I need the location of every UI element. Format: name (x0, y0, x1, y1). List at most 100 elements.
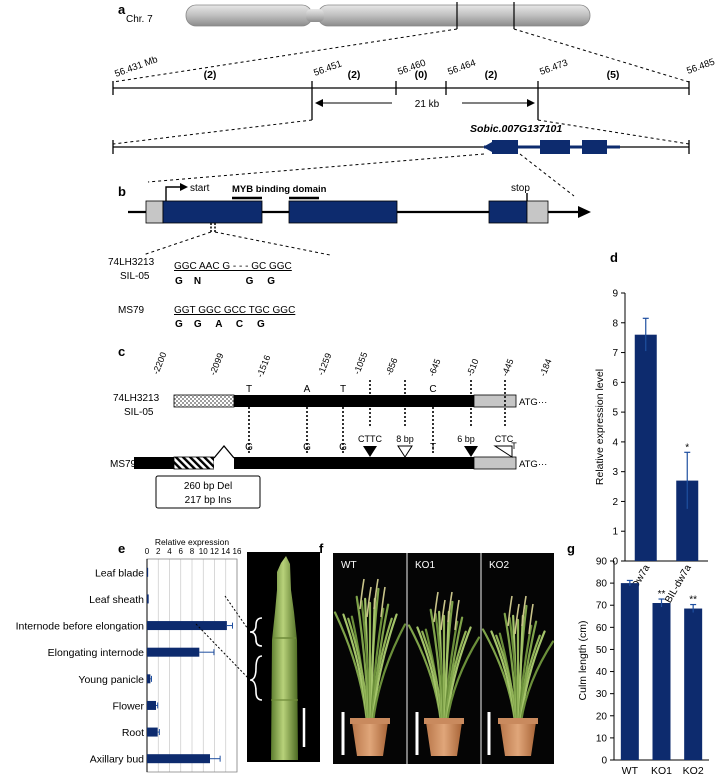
promoter-position: -445 (500, 357, 516, 377)
y-tick-label: 20 (596, 711, 608, 722)
y-tick-label: 60 (596, 623, 608, 634)
leaf (371, 623, 407, 724)
indel-summary: 260 bp Del (184, 481, 232, 492)
y-tick-label: 40 (596, 667, 608, 678)
x-tick-label: 16 (233, 547, 242, 556)
bar (684, 608, 703, 760)
snp-base: G (303, 442, 311, 453)
line-name: MS79 (110, 459, 137, 470)
zoom-line (537, 119, 690, 145)
line-name: 74LH3213 (108, 257, 155, 268)
stem-photo (247, 552, 320, 762)
indel-triangles (363, 445, 513, 458)
panicle (433, 591, 439, 623)
mut-utr-box (473, 456, 517, 470)
utr-5prime (145, 200, 164, 224)
ref-snp-bases: T A T C (246, 384, 437, 395)
y-tick-label: 80 (596, 579, 608, 590)
map-ticks (112, 81, 690, 95)
mut-codons: GGT GGC GCC TGC GGC (174, 305, 295, 316)
panel-b-label: b (118, 184, 126, 199)
atg-label: ATG··· (519, 459, 547, 470)
photo-pointer (195, 623, 251, 681)
snp-base: G (339, 442, 347, 453)
map-position: 56.473 (538, 58, 569, 78)
pot (500, 722, 536, 756)
gene-name: Sobic.007G137101 (470, 123, 562, 135)
ref-aminoacids: G N G G (175, 276, 275, 287)
variant-connectors (248, 380, 506, 453)
y-tick-label: 9 (612, 289, 618, 300)
category-label: Flower (112, 700, 144, 712)
x-tick-label: 10 (199, 547, 208, 556)
ref-promoter-bar (174, 395, 474, 407)
chromosome-ideogram (185, 4, 591, 27)
zoom-line (112, 119, 313, 145)
panicle (507, 595, 513, 627)
panicle (373, 578, 379, 610)
y-tick-label: 0 (601, 756, 607, 767)
deletion-caret (213, 444, 235, 459)
chromosome-label: Chr. 7 (126, 14, 153, 25)
pot-rim (424, 718, 464, 724)
mut-aminoacids: G G A C G (175, 319, 265, 330)
zoom-line (513, 28, 690, 83)
promoter-position: -2200 (151, 351, 169, 376)
bar (634, 334, 657, 561)
ref-codons: GGC AAC G - - - GC GGC (174, 261, 292, 272)
bar (652, 603, 671, 760)
recombinant-counts: (2) (2) (0) (2) (5) (204, 69, 620, 81)
promoter-position: -1516 (255, 354, 273, 379)
exon-2 (288, 200, 398, 224)
significance-mark: ** (689, 595, 697, 606)
panel-c-label: c (118, 344, 125, 359)
panel-a-label: a (118, 2, 126, 17)
snp-base: A (304, 384, 311, 395)
category-label: Elongating internode (48, 647, 144, 659)
panicle (440, 599, 446, 631)
map-position: 56.451 (312, 59, 343, 79)
snp-base: T (246, 384, 252, 395)
photo-label: KO2 (489, 560, 509, 571)
mut-snp-bases: G G G T (245, 442, 436, 453)
y-tick-label: 50 (596, 645, 608, 656)
myb-domain-label: MYB binding domain (232, 184, 327, 195)
category-label: Internode before elongation (16, 621, 145, 633)
deletion-marker (493, 445, 513, 458)
promoter-position: -1055 (352, 351, 370, 376)
photo-pointer (224, 595, 251, 633)
category-label: Leaf sheath (89, 594, 144, 606)
x-tick-label: 4 (167, 547, 172, 556)
significance-mark: ** (658, 589, 666, 600)
deletion-marker (397, 445, 413, 458)
panicle (528, 603, 534, 635)
stop-label: stop (511, 183, 530, 194)
zoom-line (147, 153, 485, 183)
y-tick-label: 6 (612, 378, 618, 389)
exon-3 (488, 200, 528, 224)
atg-label: ATG··· (519, 397, 547, 408)
promoter-position: -645 (427, 357, 443, 377)
promoter-position: -1259 (316, 352, 334, 377)
snp-base: G (245, 442, 253, 453)
y-tick-label: 90 (596, 557, 608, 568)
y-tick-label: 7 (612, 348, 618, 359)
significance-mark: * (685, 442, 689, 453)
indel-label: 8 bp (396, 434, 414, 444)
recombinant-count: (5) (607, 69, 620, 81)
gene-model-small (483, 140, 620, 154)
bar (620, 583, 639, 760)
photo-label: KO1 (415, 560, 435, 571)
panel-g-label: g (567, 541, 575, 556)
snp-base: C (429, 384, 436, 395)
category-label: Leaf blade (95, 567, 144, 579)
leaf (519, 640, 555, 724)
panicle (514, 603, 520, 635)
bar (147, 621, 227, 631)
pot-rim (350, 718, 390, 724)
indel-label: CTTC (358, 434, 382, 444)
